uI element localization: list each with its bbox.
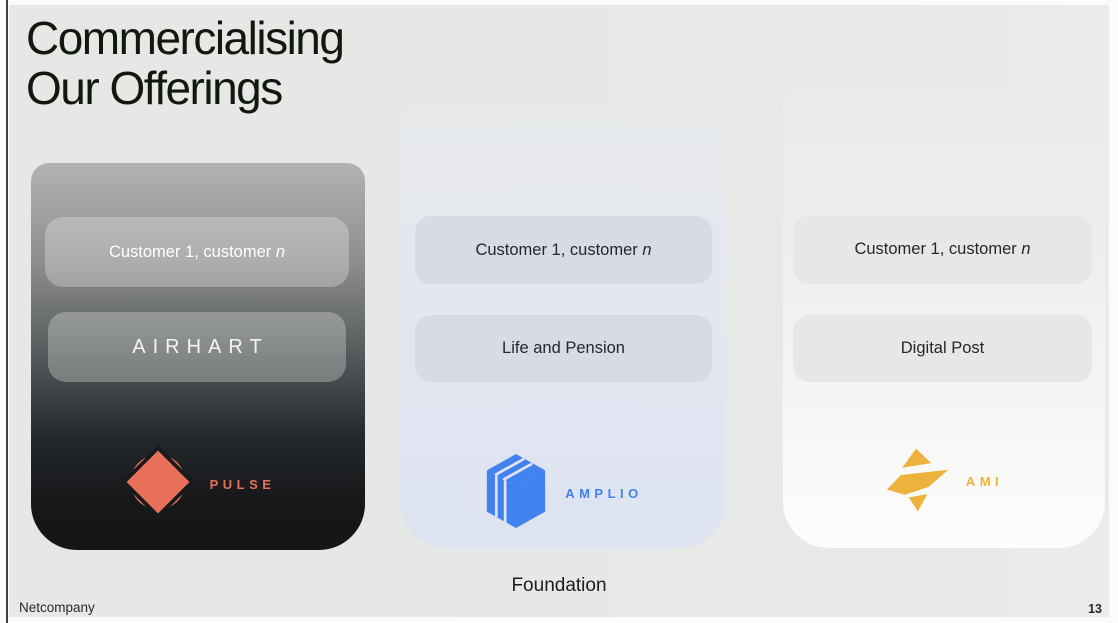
- amplio-customers-pill: Customer 1, customer n: [415, 216, 712, 284]
- pulse-logo-icon: [120, 445, 195, 524]
- ami-logo-row: AMI: [783, 446, 1105, 517]
- pulse-brand-name: PULSE: [209, 477, 276, 492]
- card-ami: Customer 1, customer n Digital Post AMI: [783, 88, 1105, 548]
- ami-brand-name: AMI: [965, 474, 1004, 489]
- page-number: 13: [1088, 602, 1102, 616]
- slide-title-line1: Commercialising: [26, 12, 345, 64]
- ami-customers-pill: Customer 1, customer n: [793, 215, 1092, 284]
- slide: Commercialising Our Offerings Customer 1…: [9, 5, 1109, 617]
- card-pulse: Customer 1, customer n AIRHART PULSE: [31, 163, 365, 550]
- pulse-customers-text: Customer 1, customer n: [108, 242, 286, 261]
- amplio-logo-row: AMPLIO: [400, 452, 725, 535]
- foundation-label: Foundation: [511, 575, 607, 596]
- amplio-customers-text: Customer 1, customer n: [475, 240, 652, 259]
- slide-title: Commercialising Our Offerings: [26, 12, 345, 114]
- ami-logo-icon: [885, 446, 951, 517]
- ami-customers-text: Customer 1, customer n: [854, 240, 1031, 258]
- amplio-offering-pill: Life and Pension: [415, 315, 712, 382]
- airhart-wordmark: AIRHART: [132, 335, 269, 358]
- footer-company: Netcompany: [19, 600, 95, 615]
- slide-title-line2: Our Offerings: [26, 62, 283, 114]
- ami-offering-pill: Digital Post: [793, 315, 1092, 382]
- left-edge-line: [6, 0, 8, 623]
- ami-offering-label: Digital Post: [900, 339, 985, 357]
- amplio-logo-icon: [482, 452, 550, 535]
- amplio-offering-label: Life and Pension: [502, 339, 625, 357]
- amplio-brand-name: AMPLIO: [565, 486, 643, 501]
- pulse-logo-row: PULSE: [31, 445, 365, 524]
- pulse-customers-pill: Customer 1, customer n: [45, 217, 349, 287]
- pulse-offering-pill: AIRHART: [48, 312, 346, 382]
- card-amplio: Customer 1, customer n Life and Pension: [400, 107, 725, 548]
